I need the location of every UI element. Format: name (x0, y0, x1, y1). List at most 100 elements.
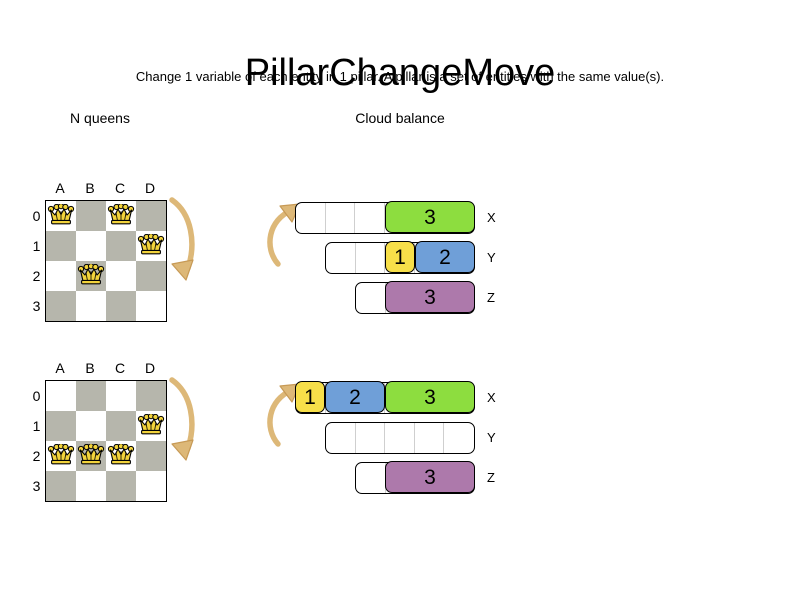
row-label-1: 1 (32, 418, 41, 434)
board-cell-A0[interactable] (46, 201, 76, 231)
board-cell-B1[interactable] (76, 411, 106, 441)
capacity-slot (355, 203, 386, 233)
queen-icon (47, 204, 75, 225)
chess-board-before (45, 200, 167, 322)
capacity-slot (326, 243, 356, 273)
board-cell-D3[interactable] (136, 471, 166, 501)
board-cell-A0[interactable] (46, 381, 76, 411)
column-label-b: B (85, 180, 95, 196)
computer-capacity-bar-y[interactable] (325, 422, 475, 454)
board-cell-D1[interactable] (136, 231, 166, 261)
computer-label-z: Z (487, 290, 495, 305)
board-cell-C2[interactable] (106, 261, 136, 291)
board-cell-D3[interactable] (136, 291, 166, 321)
section-heading-nqueens: N queens (70, 110, 130, 126)
board-cell-A2[interactable] (46, 261, 76, 291)
computer-label-y: Y (487, 250, 496, 265)
process-block-2[interactable]: 2 (325, 381, 385, 413)
section-heading-cloud: Cloud balance (355, 110, 445, 126)
board-cell-B0[interactable] (76, 381, 106, 411)
board-cell-C0[interactable] (106, 381, 136, 411)
capacity-slot (326, 423, 356, 453)
board-cell-D0[interactable] (136, 201, 166, 231)
column-label-c: C (114, 360, 126, 376)
board-column-labels: A B C D (45, 360, 165, 376)
process-block-3[interactable]: 3 (385, 281, 475, 313)
queen-icon (77, 444, 105, 465)
row-label-2: 2 (32, 268, 41, 284)
board-cell-C1[interactable] (106, 231, 136, 261)
board-cell-B2[interactable] (76, 261, 106, 291)
board-cell-A1[interactable] (46, 411, 76, 441)
capacity-slot (356, 463, 386, 493)
board-cell-B2[interactable] (76, 441, 106, 471)
capacity-slot (296, 203, 326, 233)
capacity-slot (385, 423, 415, 453)
capacity-slot (415, 423, 445, 453)
capacity-slot (356, 423, 386, 453)
queen-icon (77, 264, 105, 285)
page-title: PillarChangeMove (244, 52, 556, 95)
arrow-nqueens-after-continue (162, 372, 212, 472)
board-cell-B3[interactable] (76, 291, 106, 321)
arrow-cloud-after-continue (262, 372, 310, 450)
arrow-nqueens-before-to-after (162, 192, 212, 292)
queen-icon (107, 444, 135, 465)
board-cell-B1[interactable] (76, 231, 106, 261)
queen-icon (107, 204, 135, 225)
computer-label-x: X (487, 210, 496, 225)
computer-label-y: Y (487, 430, 496, 445)
column-label-c: C (114, 180, 126, 196)
page-subtitle: Change 1 variable of each entity in 1 pi… (135, 69, 665, 84)
row-label-3: 3 (32, 298, 41, 314)
board-cell-C3[interactable] (106, 291, 136, 321)
row-label-0: 0 (32, 388, 41, 404)
capacity-slot (326, 203, 356, 233)
process-block-3[interactable]: 3 (385, 201, 475, 233)
board-cell-A2[interactable] (46, 441, 76, 471)
board-cell-C3[interactable] (106, 471, 136, 501)
board-row-labels: 0 1 2 3 (30, 201, 43, 321)
capacity-slot (444, 423, 474, 453)
process-block-1[interactable]: 1 (385, 241, 415, 273)
board-cell-C1[interactable] (106, 411, 136, 441)
process-block-1[interactable]: 1 (295, 381, 325, 413)
column-label-d: D (144, 360, 156, 376)
board-cell-C0[interactable] (106, 201, 136, 231)
process-block-3[interactable]: 3 (385, 461, 475, 493)
board-cell-D2[interactable] (136, 261, 166, 291)
row-label-1: 1 (32, 238, 41, 254)
column-label-b: B (85, 360, 95, 376)
queen-icon (137, 414, 165, 435)
board-cell-D1[interactable] (136, 411, 166, 441)
board-cell-D0[interactable] (136, 381, 166, 411)
row-label-3: 3 (32, 478, 41, 494)
board-cell-B0[interactable] (76, 201, 106, 231)
process-block-3[interactable]: 3 (385, 381, 475, 413)
board-cell-A1[interactable] (46, 231, 76, 261)
queen-icon (137, 234, 165, 255)
board-column-labels: A B C D (45, 180, 165, 196)
process-block-2[interactable]: 2 (415, 241, 475, 273)
column-label-d: D (144, 180, 156, 196)
board-cell-A3[interactable] (46, 471, 76, 501)
capacity-slot (356, 283, 386, 313)
board-row-labels: 0 1 2 3 (30, 381, 43, 501)
column-label-a: A (55, 180, 65, 196)
board-cell-B3[interactable] (76, 471, 106, 501)
board-cell-D2[interactable] (136, 441, 166, 471)
capacity-slot (356, 243, 386, 273)
board-cell-C2[interactable] (106, 441, 136, 471)
computer-label-x: X (487, 390, 496, 405)
computer-label-z: Z (487, 470, 495, 485)
row-label-2: 2 (32, 448, 41, 464)
board-cell-A3[interactable] (46, 291, 76, 321)
row-label-0: 0 (32, 208, 41, 224)
column-label-a: A (55, 360, 65, 376)
